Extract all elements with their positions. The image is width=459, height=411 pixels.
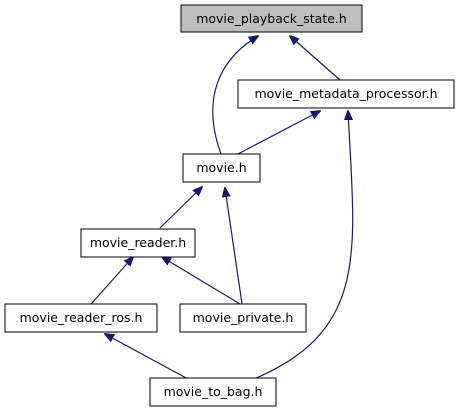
node-label-movie: movie.h xyxy=(196,160,246,175)
node-movie-reader[interactable]: movie_reader.h xyxy=(80,228,196,258)
node-movie[interactable]: movie.h xyxy=(182,153,261,183)
edge-reader-to-movie xyxy=(159,187,202,229)
node-label-movie-reader: movie_reader.h xyxy=(90,235,186,250)
node-movie-to-bag[interactable]: movie_to_bag.h xyxy=(149,377,277,407)
node-movie-private[interactable]: movie_private.h xyxy=(179,303,307,333)
edge-reader-ros-to-reader xyxy=(90,257,133,305)
edge-private-to-movie xyxy=(225,188,243,305)
edge-movie-to-playback-state xyxy=(212,36,258,155)
node-label-movie-playback-state: movie_playback_state.h xyxy=(196,11,347,26)
edge-private-to-reader xyxy=(162,257,241,305)
edge-metadata-processor-to-playback-state xyxy=(290,36,341,81)
edges xyxy=(90,36,354,380)
edge-to-bag-to-metadata-processor xyxy=(253,111,354,380)
edge-movie-to-metadata-processor xyxy=(237,111,320,155)
node-label-movie-to-bag: movie_to_bag.h xyxy=(164,384,263,399)
edge-to-bag-to-reader-ros xyxy=(105,334,189,380)
node-movie-reader-ros[interactable]: movie_reader_ros.h xyxy=(4,303,158,333)
node-label-movie-reader-ros: movie_reader_ros.h xyxy=(20,310,143,325)
node-movie-metadata-processor[interactable]: movie_metadata_processor.h xyxy=(237,79,455,109)
node-movie-playback-state[interactable]: movie_playback_state.h xyxy=(180,4,363,33)
node-label-movie-private: movie_private.h xyxy=(193,310,294,325)
node-label-movie-metadata-processor: movie_metadata_processor.h xyxy=(254,86,437,101)
